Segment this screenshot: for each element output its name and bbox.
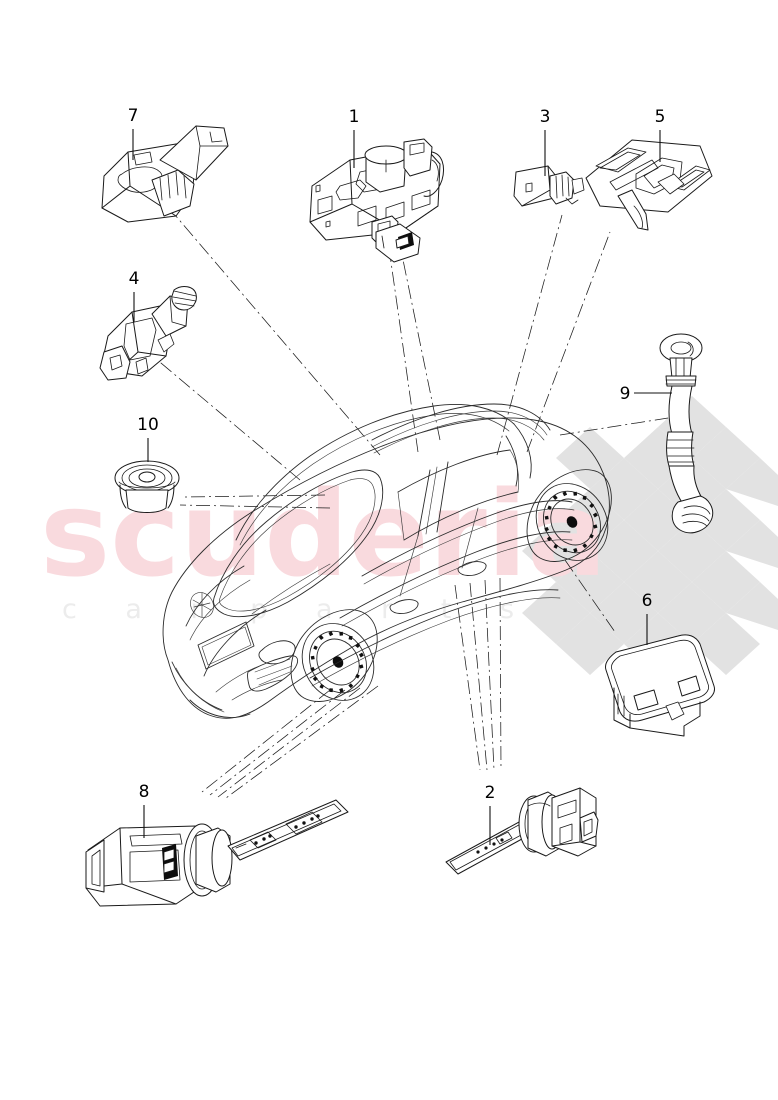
callout-label-5: 5: [655, 107, 666, 127]
part-5-mounting-bracket: [585, 139, 713, 231]
part-callout-3[interactable]: 3: [540, 107, 551, 176]
callout-label-8: 8: [139, 782, 150, 802]
part-callout-9[interactable]: 9: [620, 384, 672, 404]
checkered-flag-watermark: [522, 396, 778, 675]
part-callout-2[interactable]: 2: [485, 783, 496, 845]
part-7-sensor-module-cover: [101, 125, 229, 223]
part-2-key-lock-barrel: [445, 787, 599, 875]
rear-badge: [190, 592, 214, 618]
callout-label-6: 6: [642, 591, 653, 611]
callout-label-3: 3: [540, 107, 551, 127]
callout-label-1: 1: [349, 107, 360, 127]
part-callout-6[interactable]: 6: [642, 591, 653, 645]
part-8-lock-cylinder: [85, 799, 349, 907]
callout-label-9: 9: [620, 384, 631, 404]
wheel-rear: [301, 623, 375, 701]
callout-label-2: 2: [485, 783, 496, 803]
part-callout-10[interactable]: 10: [137, 415, 159, 462]
wheel-front: [535, 483, 609, 561]
part-1-control-module: [309, 138, 445, 263]
part-9-conduit-boot: [659, 333, 714, 534]
vehicle-outline: [162, 403, 612, 719]
leader-lines: [154, 214, 669, 799]
part-10-grommet: [114, 460, 180, 513]
callout-label-4: 4: [129, 269, 140, 289]
part-callout-5[interactable]: 5: [655, 107, 666, 162]
part-callout-7[interactable]: 7: [128, 106, 139, 160]
callout-label-7: 7: [128, 106, 139, 126]
part-callout-8[interactable]: 8: [139, 782, 150, 838]
part-6-blanking-cover: [605, 634, 715, 737]
part-4-sensor: [99, 286, 197, 381]
part-callout-4[interactable]: 4: [129, 269, 140, 322]
callout-label-10: 10: [137, 415, 159, 435]
part-callout-1[interactable]: 1: [349, 107, 360, 168]
